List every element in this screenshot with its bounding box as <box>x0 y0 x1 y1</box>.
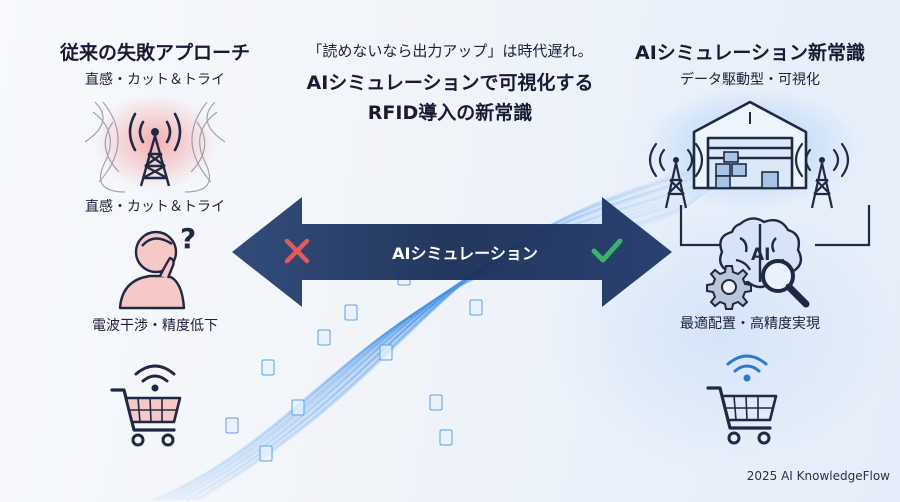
left-title: 従来の失敗アプローチ <box>59 42 250 64</box>
cross-icon <box>284 238 310 264</box>
ai-badge: AI <box>751 245 770 265</box>
gear-icon <box>706 265 752 310</box>
right-subtitle: データ駆動型・可視化 <box>680 72 820 88</box>
shopping-cart-icon-right <box>706 386 778 445</box>
data-document-icon <box>429 394 443 411</box>
data-document-icon <box>469 299 483 316</box>
data-document-icon <box>225 417 239 434</box>
center-headline: AIシミュレーションで可視化する <box>306 72 594 94</box>
data-document-icon <box>261 359 275 376</box>
data-document-icon <box>379 344 393 361</box>
data-document-icon <box>291 399 305 416</box>
footer-credit: 2025 AI KnowledgeFlow <box>746 469 890 483</box>
question-mark-icon: ? <box>180 222 196 255</box>
left-subtitle: 直感・カット＆トライ <box>85 72 225 88</box>
data-document-icon <box>439 429 453 446</box>
right-result-label: 最適配置・高精度実現 <box>680 316 820 332</box>
shopping-cart-icon-left <box>110 388 182 447</box>
right-title: AIシミュレーション新常識 <box>634 42 865 64</box>
comparison-double-arrow <box>232 197 672 307</box>
radio-tower-interference-icon <box>84 94 226 193</box>
center-headline-2: RFID導入の新常識 <box>367 102 533 124</box>
data-document-icon <box>344 304 358 321</box>
center-quote: 「読めないなら出力アップ」は時代遅れ。 <box>307 42 593 60</box>
data-document-icon <box>317 329 331 346</box>
left-subtitle-2: 直感・カット＆トライ <box>85 199 225 215</box>
left-interference-label: 電波干渉・精度低下 <box>92 318 218 334</box>
confused-person-icon: ? <box>118 222 196 310</box>
warehouse-icon <box>640 86 860 210</box>
arrow-label: AIシミュレーション <box>392 244 538 263</box>
magnifier-icon <box>761 259 810 308</box>
check-icon <box>591 238 623 263</box>
wifi-icon-right <box>726 354 768 382</box>
radio-tower-icon-right <box>794 142 850 209</box>
radio-tower-icon-left <box>648 142 704 209</box>
data-document-icon <box>259 445 273 462</box>
wifi-icon-left <box>134 364 176 392</box>
connector-lines <box>679 205 871 247</box>
